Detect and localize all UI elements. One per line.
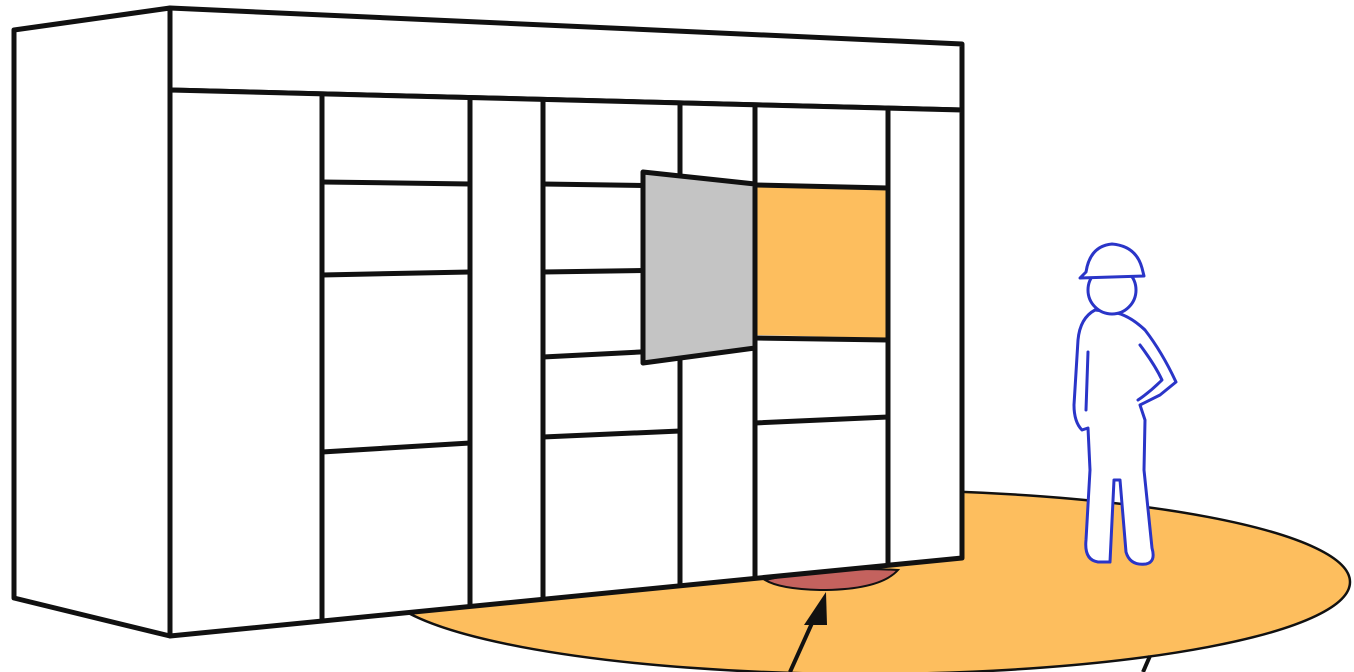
locker-front-face <box>167 87 965 639</box>
open-locker-door <box>640 169 758 366</box>
hard-hat-icon <box>1078 242 1146 280</box>
compartment-shelf <box>540 428 683 440</box>
compartment-shelf <box>319 440 473 455</box>
compartment-shelf <box>319 269 473 278</box>
arrow-shaft <box>1141 655 1152 672</box>
person <box>1072 242 1178 566</box>
person-arm <box>1084 350 1090 412</box>
open-compartment <box>755 185 888 338</box>
pointer-arrow <box>788 592 827 672</box>
locker-side-panel <box>11 5 173 639</box>
compartment-shelf <box>319 179 473 187</box>
person-arm <box>1136 343 1164 402</box>
person-body <box>1072 308 1178 566</box>
arrow-head <box>804 592 827 625</box>
compartment-shelf <box>752 335 891 343</box>
compartment-shelf <box>752 414 891 426</box>
pointer-arrow <box>1141 655 1152 672</box>
compartment-shelf <box>752 182 891 191</box>
